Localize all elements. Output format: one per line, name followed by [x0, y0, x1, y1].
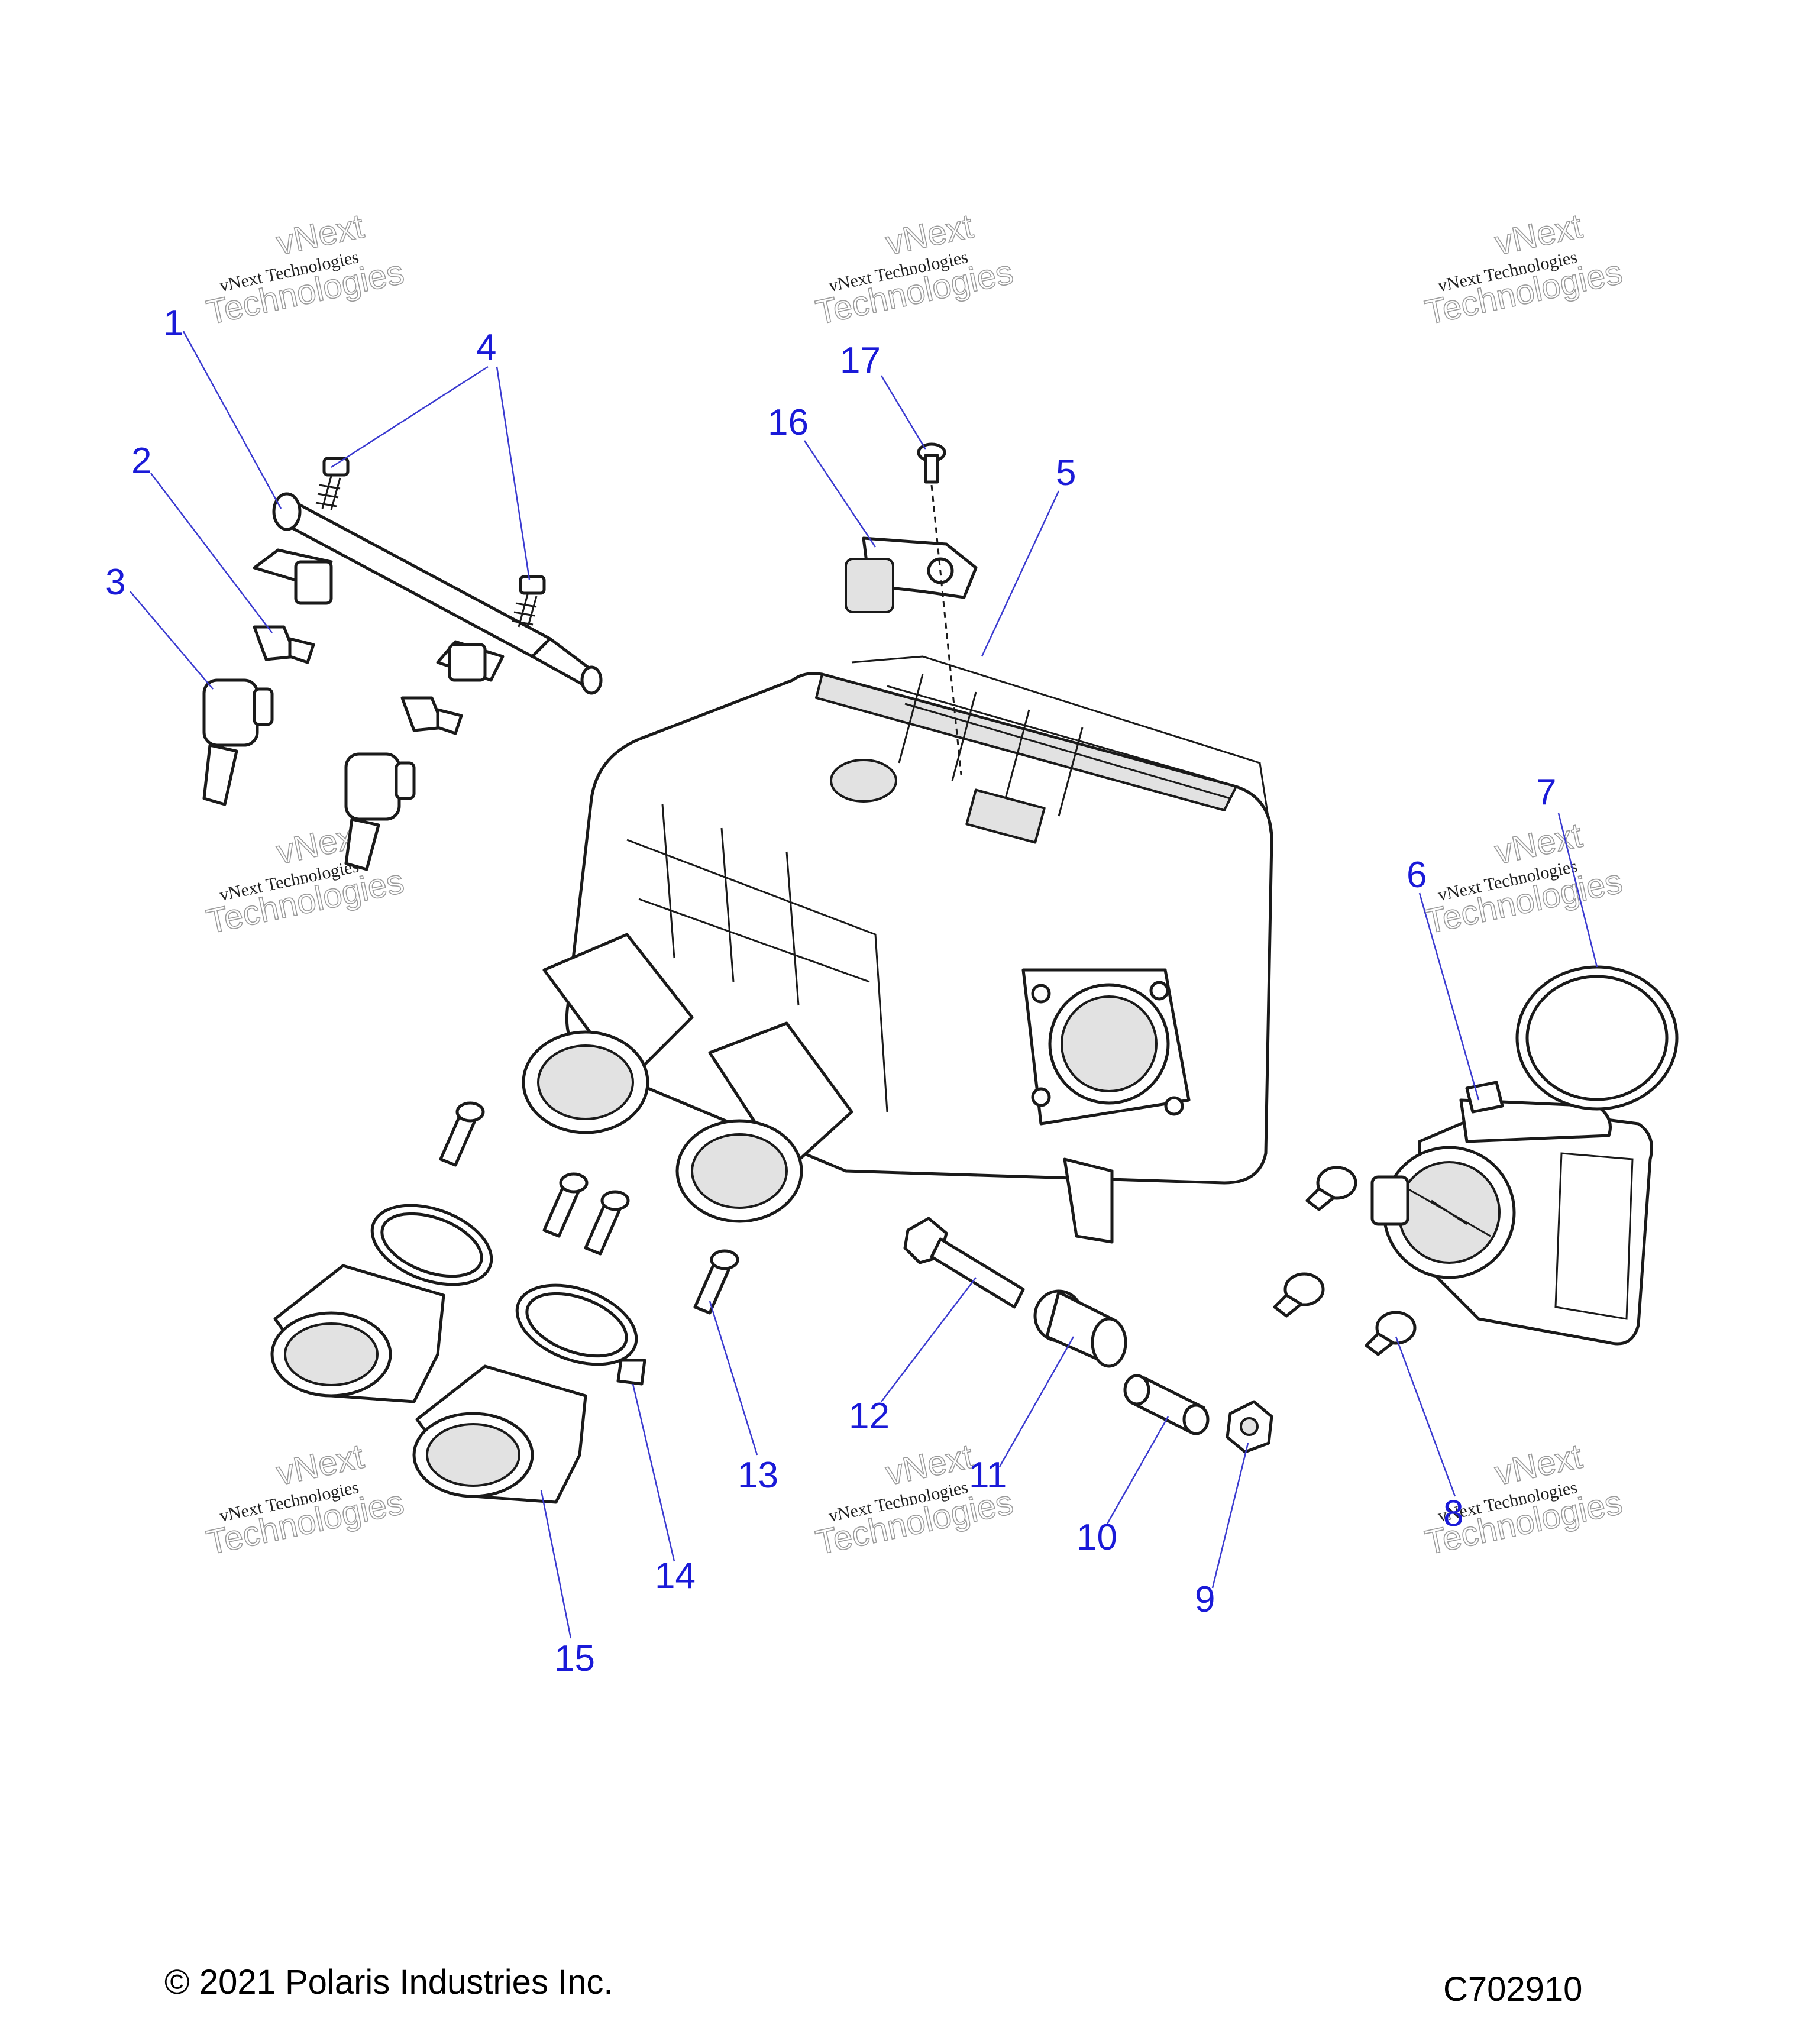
part-throttle-seal [1515, 965, 1679, 1111]
part-map-sensor [845, 536, 978, 613]
callout-14: 14 [655, 1555, 696, 1596]
callout-5: 5 [1056, 452, 1076, 493]
callout-numbers: 1 2 3 4 5 6 7 8 9 10 11 12 13 14 15 16 1… [105, 303, 1556, 1679]
callout-2: 2 [131, 441, 151, 481]
callout-1: 1 [163, 303, 183, 344]
drawing-number: C702910 [1443, 1970, 1583, 2009]
callout-4: 4 [476, 327, 496, 368]
callout-7: 7 [1536, 772, 1556, 813]
callout-8: 8 [1443, 1493, 1463, 1534]
part-fuel-injectors [202, 678, 416, 871]
watermark-mid-right: vNext vNext Technologies Technologies [1421, 816, 1626, 942]
callout-10: 10 [1076, 1517, 1117, 1558]
part-sensor-screw [917, 442, 962, 775]
callout-12: 12 [849, 1396, 890, 1437]
part-fuel-rail [253, 492, 603, 695]
callout-9: 9 [1195, 1579, 1215, 1620]
watermark-top-right: vNext vNext Technologies Technologies [1421, 206, 1626, 332]
callout-17: 17 [840, 340, 881, 381]
part-hose-clamps [370, 1204, 646, 1386]
copyright-notice: © 2021 Polaris Industries Inc. [164, 1963, 613, 2001]
part-spacer-sleeve [1123, 1374, 1210, 1435]
part-intake-plenum [522, 655, 1273, 1244]
part-intake-boots [270, 1264, 587, 1504]
part-nut [1226, 1400, 1273, 1454]
part-rail-screws [315, 457, 546, 629]
watermark-top-left: vNext vNext Technologies Technologies [203, 206, 408, 332]
part-grommet [1033, 1289, 1127, 1368]
watermark-bottom-center: vNext vNext Technologies Technologies [812, 1437, 1017, 1563]
callout-3: 3 [105, 562, 125, 603]
part-injector-clips [253, 625, 463, 735]
watermark-bottom-left: vNext vNext Technologies Technologies [203, 1437, 408, 1563]
callout-15: 15 [554, 1638, 595, 1679]
part-long-bolt [903, 1217, 1025, 1309]
callout-16: 16 [768, 402, 809, 443]
part-throttle-body [1370, 1081, 1653, 1346]
watermark-top-center: vNext vNext Technologies Technologies [812, 206, 1017, 332]
callout-13: 13 [738, 1455, 778, 1496]
part-throttle-screws [1273, 1166, 1417, 1356]
part-short-bolts [439, 1101, 739, 1315]
callout-11: 11 [969, 1455, 1007, 1496]
callout-6: 6 [1407, 855, 1427, 895]
leader-lines [130, 331, 1598, 1639]
